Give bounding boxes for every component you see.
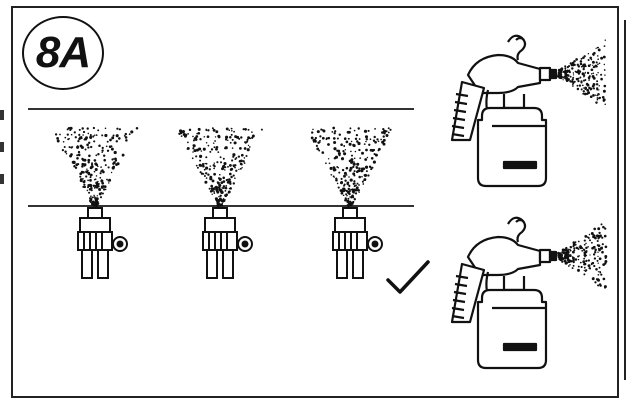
- spray-gun-icon-bottom: [448, 212, 613, 377]
- spray-cone-icon: [311, 127, 392, 208]
- spray-gun-icon-top: [448, 30, 613, 195]
- right-edge-rule: [624, 20, 626, 380]
- spray-cone-icon: [178, 127, 263, 207]
- spray-mist-icon: [557, 223, 607, 288]
- figure-label: 8A: [36, 28, 90, 78]
- spray-cone-icon: [55, 127, 138, 207]
- upper-guide-line: [28, 108, 414, 110]
- figure-badge: 8A: [22, 16, 104, 90]
- nozzle-spray-3: [305, 120, 395, 290]
- nozzle-spray-1: [50, 120, 140, 290]
- left-edge-marks: [0, 110, 4, 190]
- nozzle-spray-2: [175, 120, 265, 290]
- checkmark-icon: [384, 258, 432, 298]
- spray-mist-icon: [557, 39, 606, 105]
